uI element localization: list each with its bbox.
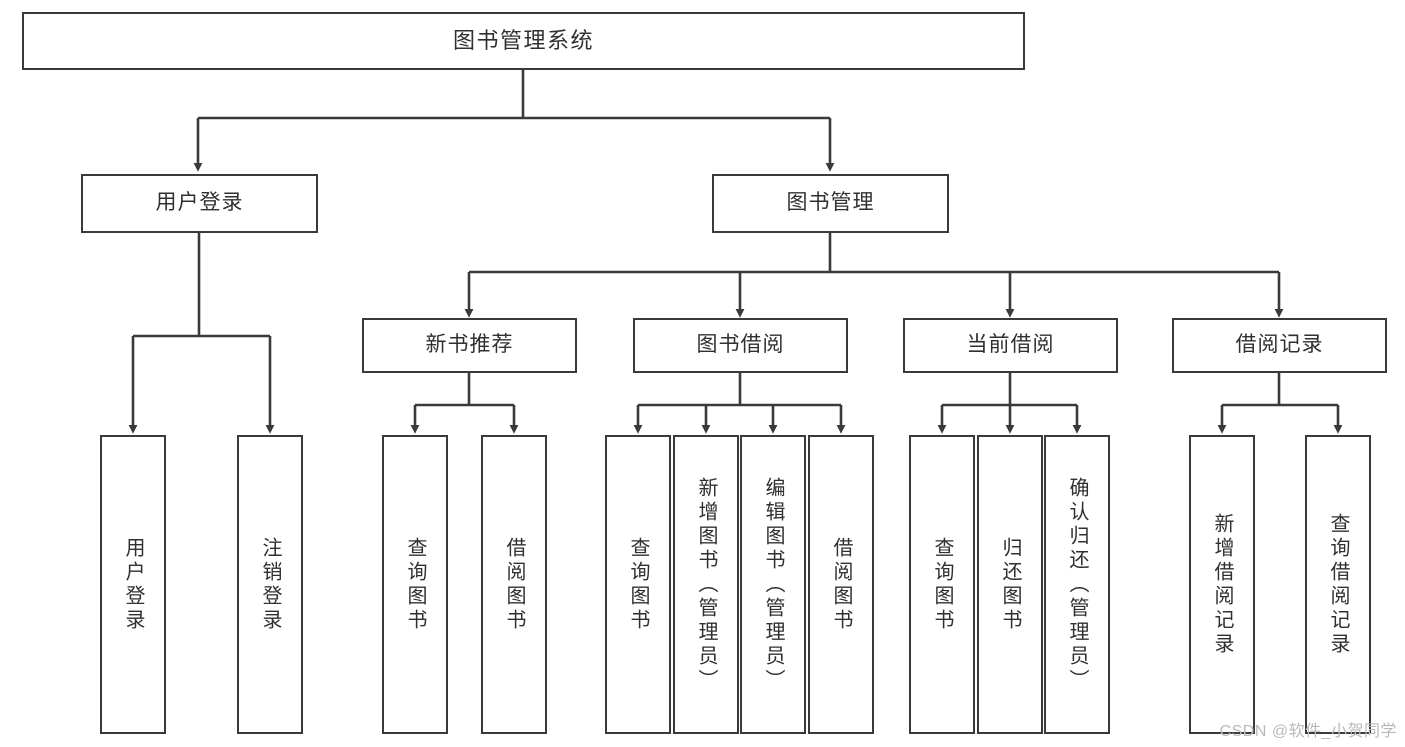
node-label: 图书借阅 [696,333,785,357]
node-label: 新增借阅记录 [1211,512,1233,657]
node-label: 当前借阅 [966,333,1055,357]
node-current-borrow[interactable]: 当前借阅 [903,318,1118,373]
node-label: 图书管理系统 [452,28,594,54]
node-leaf-borrow-book[interactable]: 借阅图书 [808,435,874,734]
node-label: 新增图书（管理员） [695,476,717,693]
node-leaf-logout[interactable]: 注销登录 [237,435,303,734]
node-label: 借阅记录 [1235,333,1324,357]
node-leaf-return-book[interactable]: 归还图书 [977,435,1043,734]
node-root-book-management-system[interactable]: 图书管理系统 [22,12,1025,70]
node-label: 查询图书 [404,536,426,633]
node-new-book-recommend[interactable]: 新书推荐 [362,318,577,373]
node-label: 新书推荐 [425,333,514,357]
node-book-management[interactable]: 图书管理 [712,174,949,233]
node-leaf-query-book-recommend[interactable]: 查询图书 [382,435,448,734]
node-label: 归还图书 [999,536,1021,633]
node-label: 查询借阅记录 [1327,512,1349,657]
node-leaf-borrow-book-recommend[interactable]: 借阅图书 [481,435,547,734]
node-leaf-user-login[interactable]: 用户登录 [100,435,166,734]
node-user-login[interactable]: 用户登录 [81,174,318,233]
node-label: 图书管理 [786,191,875,215]
node-borrow-record[interactable]: 借阅记录 [1172,318,1387,373]
csdn-watermark: CSDN @软件_小贺同学 [1219,723,1397,740]
node-leaf-edit-book[interactable]: 编辑图书（管理员） [740,435,806,734]
node-label: 编辑图书（管理员） [762,476,784,693]
node-leaf-add-borrow-record[interactable]: 新增借阅记录 [1189,435,1255,734]
node-label: 查询图书 [627,536,649,633]
node-label: 查询图书 [931,536,953,633]
node-book-borrow[interactable]: 图书借阅 [633,318,848,373]
node-label: 注销登录 [259,536,281,633]
node-leaf-query-book-current[interactable]: 查询图书 [909,435,975,734]
node-label: 借阅图书 [503,536,525,633]
node-label: 用户登录 [122,536,144,633]
node-leaf-query-borrow-record[interactable]: 查询借阅记录 [1305,435,1371,734]
node-label: 借阅图书 [830,536,852,633]
node-label: 用户登录 [155,191,244,215]
node-leaf-confirm-return[interactable]: 确认归还（管理员） [1044,435,1110,734]
node-leaf-add-book[interactable]: 新增图书（管理员） [673,435,739,734]
node-leaf-query-book-borrow[interactable]: 查询图书 [605,435,671,734]
node-label: 确认归还（管理员） [1066,476,1088,693]
